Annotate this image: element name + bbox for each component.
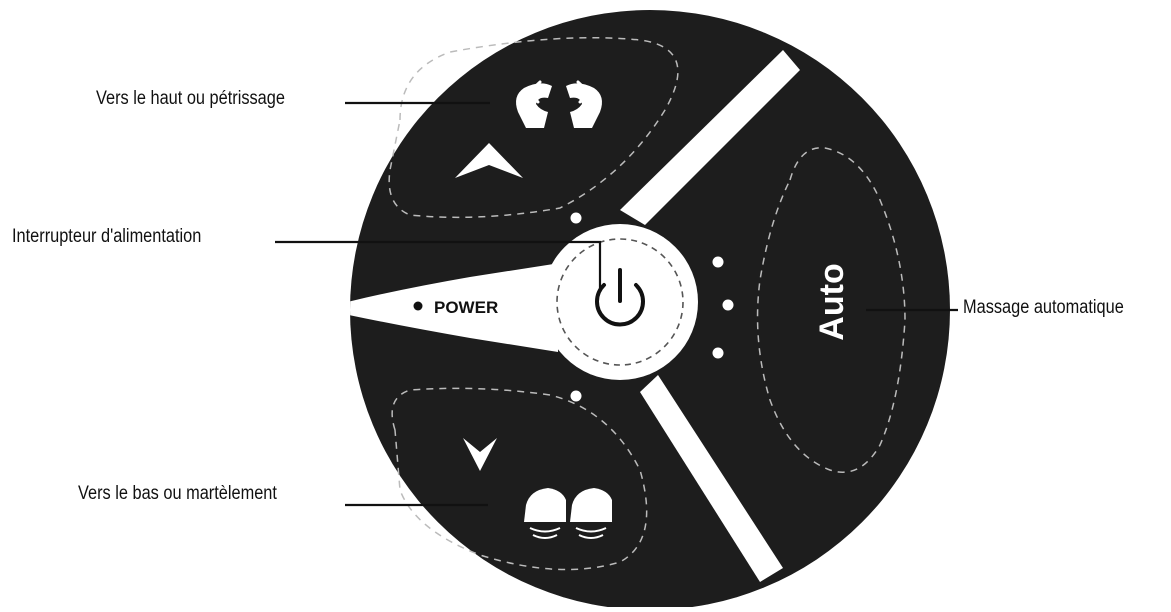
led-auto-3 bbox=[712, 347, 724, 359]
up-kneading-button[interactable] bbox=[388, 36, 679, 219]
callout-auto-massage: Massage automatique bbox=[963, 297, 1124, 318]
callout-down-tapping: Vers le bas ou martèlement bbox=[78, 483, 277, 504]
separator-bottom bbox=[640, 375, 783, 582]
callout-lines bbox=[275, 101, 958, 507]
tapping-fists-icon bbox=[524, 488, 612, 539]
down-tapping-button[interactable] bbox=[391, 387, 648, 571]
chevron-down-icon bbox=[463, 438, 497, 471]
auto-massage-button[interactable]: Auto bbox=[756, 147, 906, 473]
power-button-dashed-ring bbox=[556, 238, 684, 366]
up-button-dashed-outline bbox=[388, 36, 679, 219]
callout-power-switch: Interrupteur d'alimentation bbox=[12, 226, 202, 247]
power-icon bbox=[595, 268, 645, 327]
power-text: POWER bbox=[434, 298, 498, 317]
separator-top-right bbox=[620, 50, 800, 225]
led-auto-1 bbox=[712, 256, 724, 268]
led-down bbox=[570, 390, 582, 402]
separator-group bbox=[350, 50, 800, 582]
chevron-up-icon bbox=[455, 143, 523, 178]
callout-up-kneading: Vers le haut ou pétrissage bbox=[96, 88, 285, 109]
power-indicator-dot bbox=[413, 301, 423, 311]
indicator-leds bbox=[570, 212, 734, 402]
power-button[interactable] bbox=[542, 224, 698, 380]
separator-left bbox=[350, 263, 560, 352]
leader-power bbox=[275, 240, 602, 292]
led-up bbox=[570, 212, 582, 224]
auto-text: Auto bbox=[813, 263, 851, 340]
led-auto-2 bbox=[722, 299, 734, 311]
auto-button-dashed-outline bbox=[756, 147, 906, 473]
kneading-hands-icon bbox=[516, 80, 602, 128]
